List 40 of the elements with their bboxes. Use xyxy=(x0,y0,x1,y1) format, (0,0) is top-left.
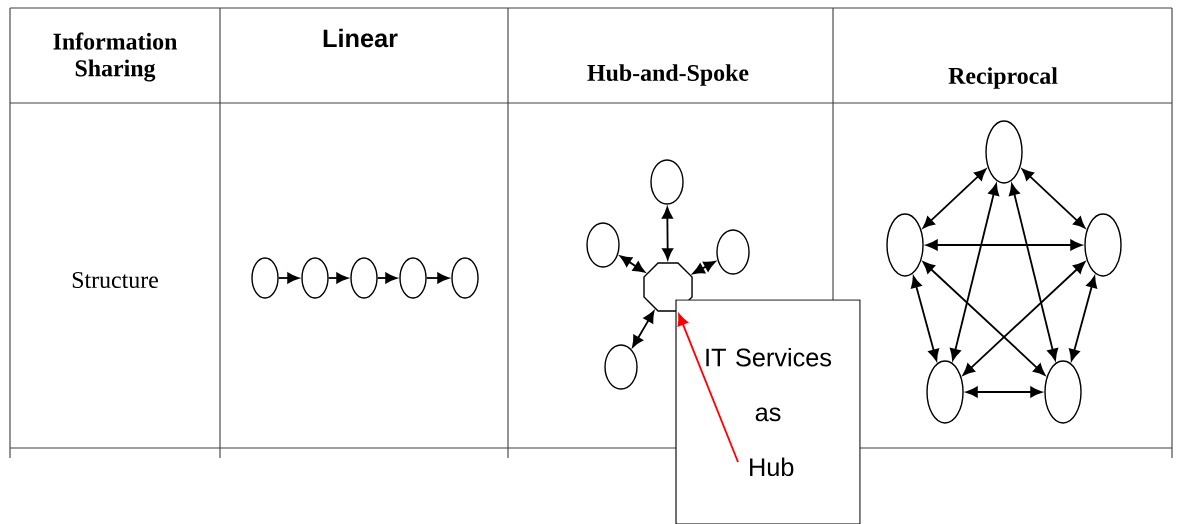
row-header: Structure xyxy=(72,271,158,289)
circle xyxy=(251,257,279,299)
arrow xyxy=(922,261,1046,376)
column-header: Reciprocal xyxy=(948,67,1058,89)
circle xyxy=(1044,360,1082,424)
column-header: Information Sharing xyxy=(53,32,178,82)
arrow xyxy=(327,272,349,284)
arrow xyxy=(376,272,398,284)
column-header: Linear xyxy=(323,28,398,48)
circle xyxy=(586,222,620,268)
arrow xyxy=(661,206,674,260)
arrow xyxy=(922,168,987,229)
arrow xyxy=(425,272,450,284)
arrow xyxy=(632,310,655,348)
octagon xyxy=(643,262,693,312)
circle xyxy=(650,159,684,205)
arrow xyxy=(1021,168,1086,229)
arrow xyxy=(277,272,300,284)
circle xyxy=(926,360,964,424)
circle xyxy=(716,229,750,275)
arrow xyxy=(926,239,1083,251)
circle xyxy=(886,213,924,277)
arrow xyxy=(619,255,645,273)
callout-box: IT Services as Hub xyxy=(675,299,861,524)
circle xyxy=(1084,213,1122,277)
circle xyxy=(350,257,378,299)
arrow xyxy=(692,260,716,275)
arrow xyxy=(950,183,1000,361)
arrow xyxy=(910,275,940,362)
circle xyxy=(604,344,638,390)
arrow xyxy=(1068,275,1098,362)
circle xyxy=(301,257,329,299)
circle xyxy=(451,257,479,299)
leader-arrow xyxy=(677,313,739,463)
circle xyxy=(399,257,427,299)
arrow xyxy=(962,261,1086,376)
circle xyxy=(985,120,1023,184)
arrow xyxy=(1009,183,1059,361)
arrow xyxy=(965,386,1043,398)
column-header: Hub-and-Spoke xyxy=(587,64,749,86)
